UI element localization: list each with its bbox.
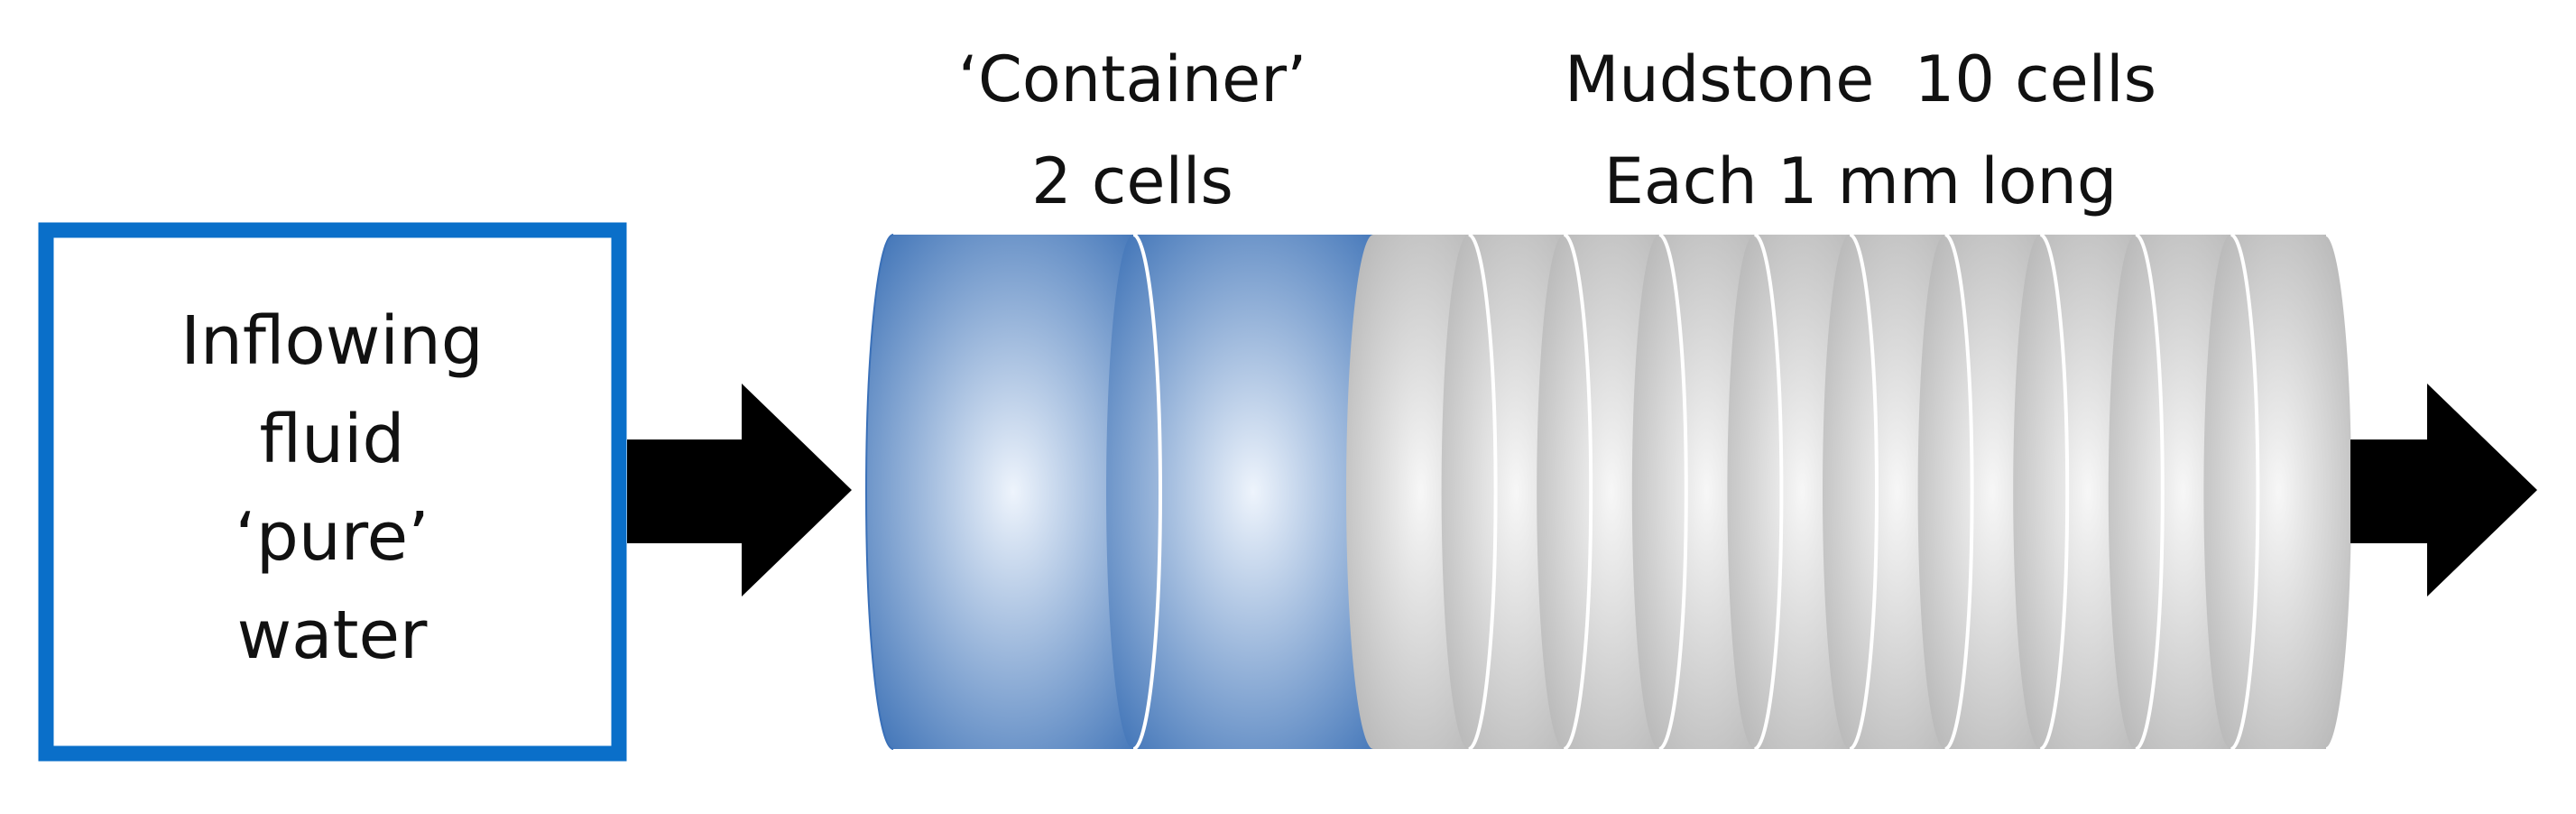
mudstone-label-line-2: Each 1 mm long	[1604, 144, 2118, 218]
container-label-line-2: 2 cells	[1031, 144, 1233, 218]
mudstone-cell-divider	[1658, 233, 1688, 751]
mudstone-cell-divider	[1849, 233, 1879, 751]
inflow-arrow	[627, 384, 852, 597]
inflow-text-line-1: Inflowing	[180, 302, 484, 380]
mudstone-cell-divider	[1754, 233, 1784, 751]
inflow-text-line-3: ‘pure’	[235, 498, 429, 576]
inflow-text-line-4: water	[237, 597, 428, 674]
mudstone-label-line-1: Mudstone 10 cells	[1565, 42, 2156, 116]
mudstone-cell-divider	[2135, 233, 2165, 751]
cylinder-left-edge	[865, 234, 894, 750]
container-label-line-1: ‘Container’	[958, 42, 1307, 116]
outflow-arrow	[2350, 384, 2537, 597]
inflow-text-line-2: fluid	[259, 401, 404, 478]
mudstone-cell-divider	[1468, 233, 1498, 751]
mudstone-cell-divider	[2039, 233, 2070, 751]
inflow-box	[38, 222, 627, 762]
sample-cylinder	[865, 233, 2355, 751]
mudstone-cell-divider	[1563, 233, 1593, 751]
mudstone-cell	[2203, 235, 2353, 749]
container-cell	[1106, 235, 1400, 749]
mudstone-cell-divider	[2230, 233, 2260, 751]
container-cell-divider	[1132, 233, 1162, 751]
mudstone-cell-divider	[1944, 233, 1974, 751]
container-cell	[866, 235, 1160, 749]
